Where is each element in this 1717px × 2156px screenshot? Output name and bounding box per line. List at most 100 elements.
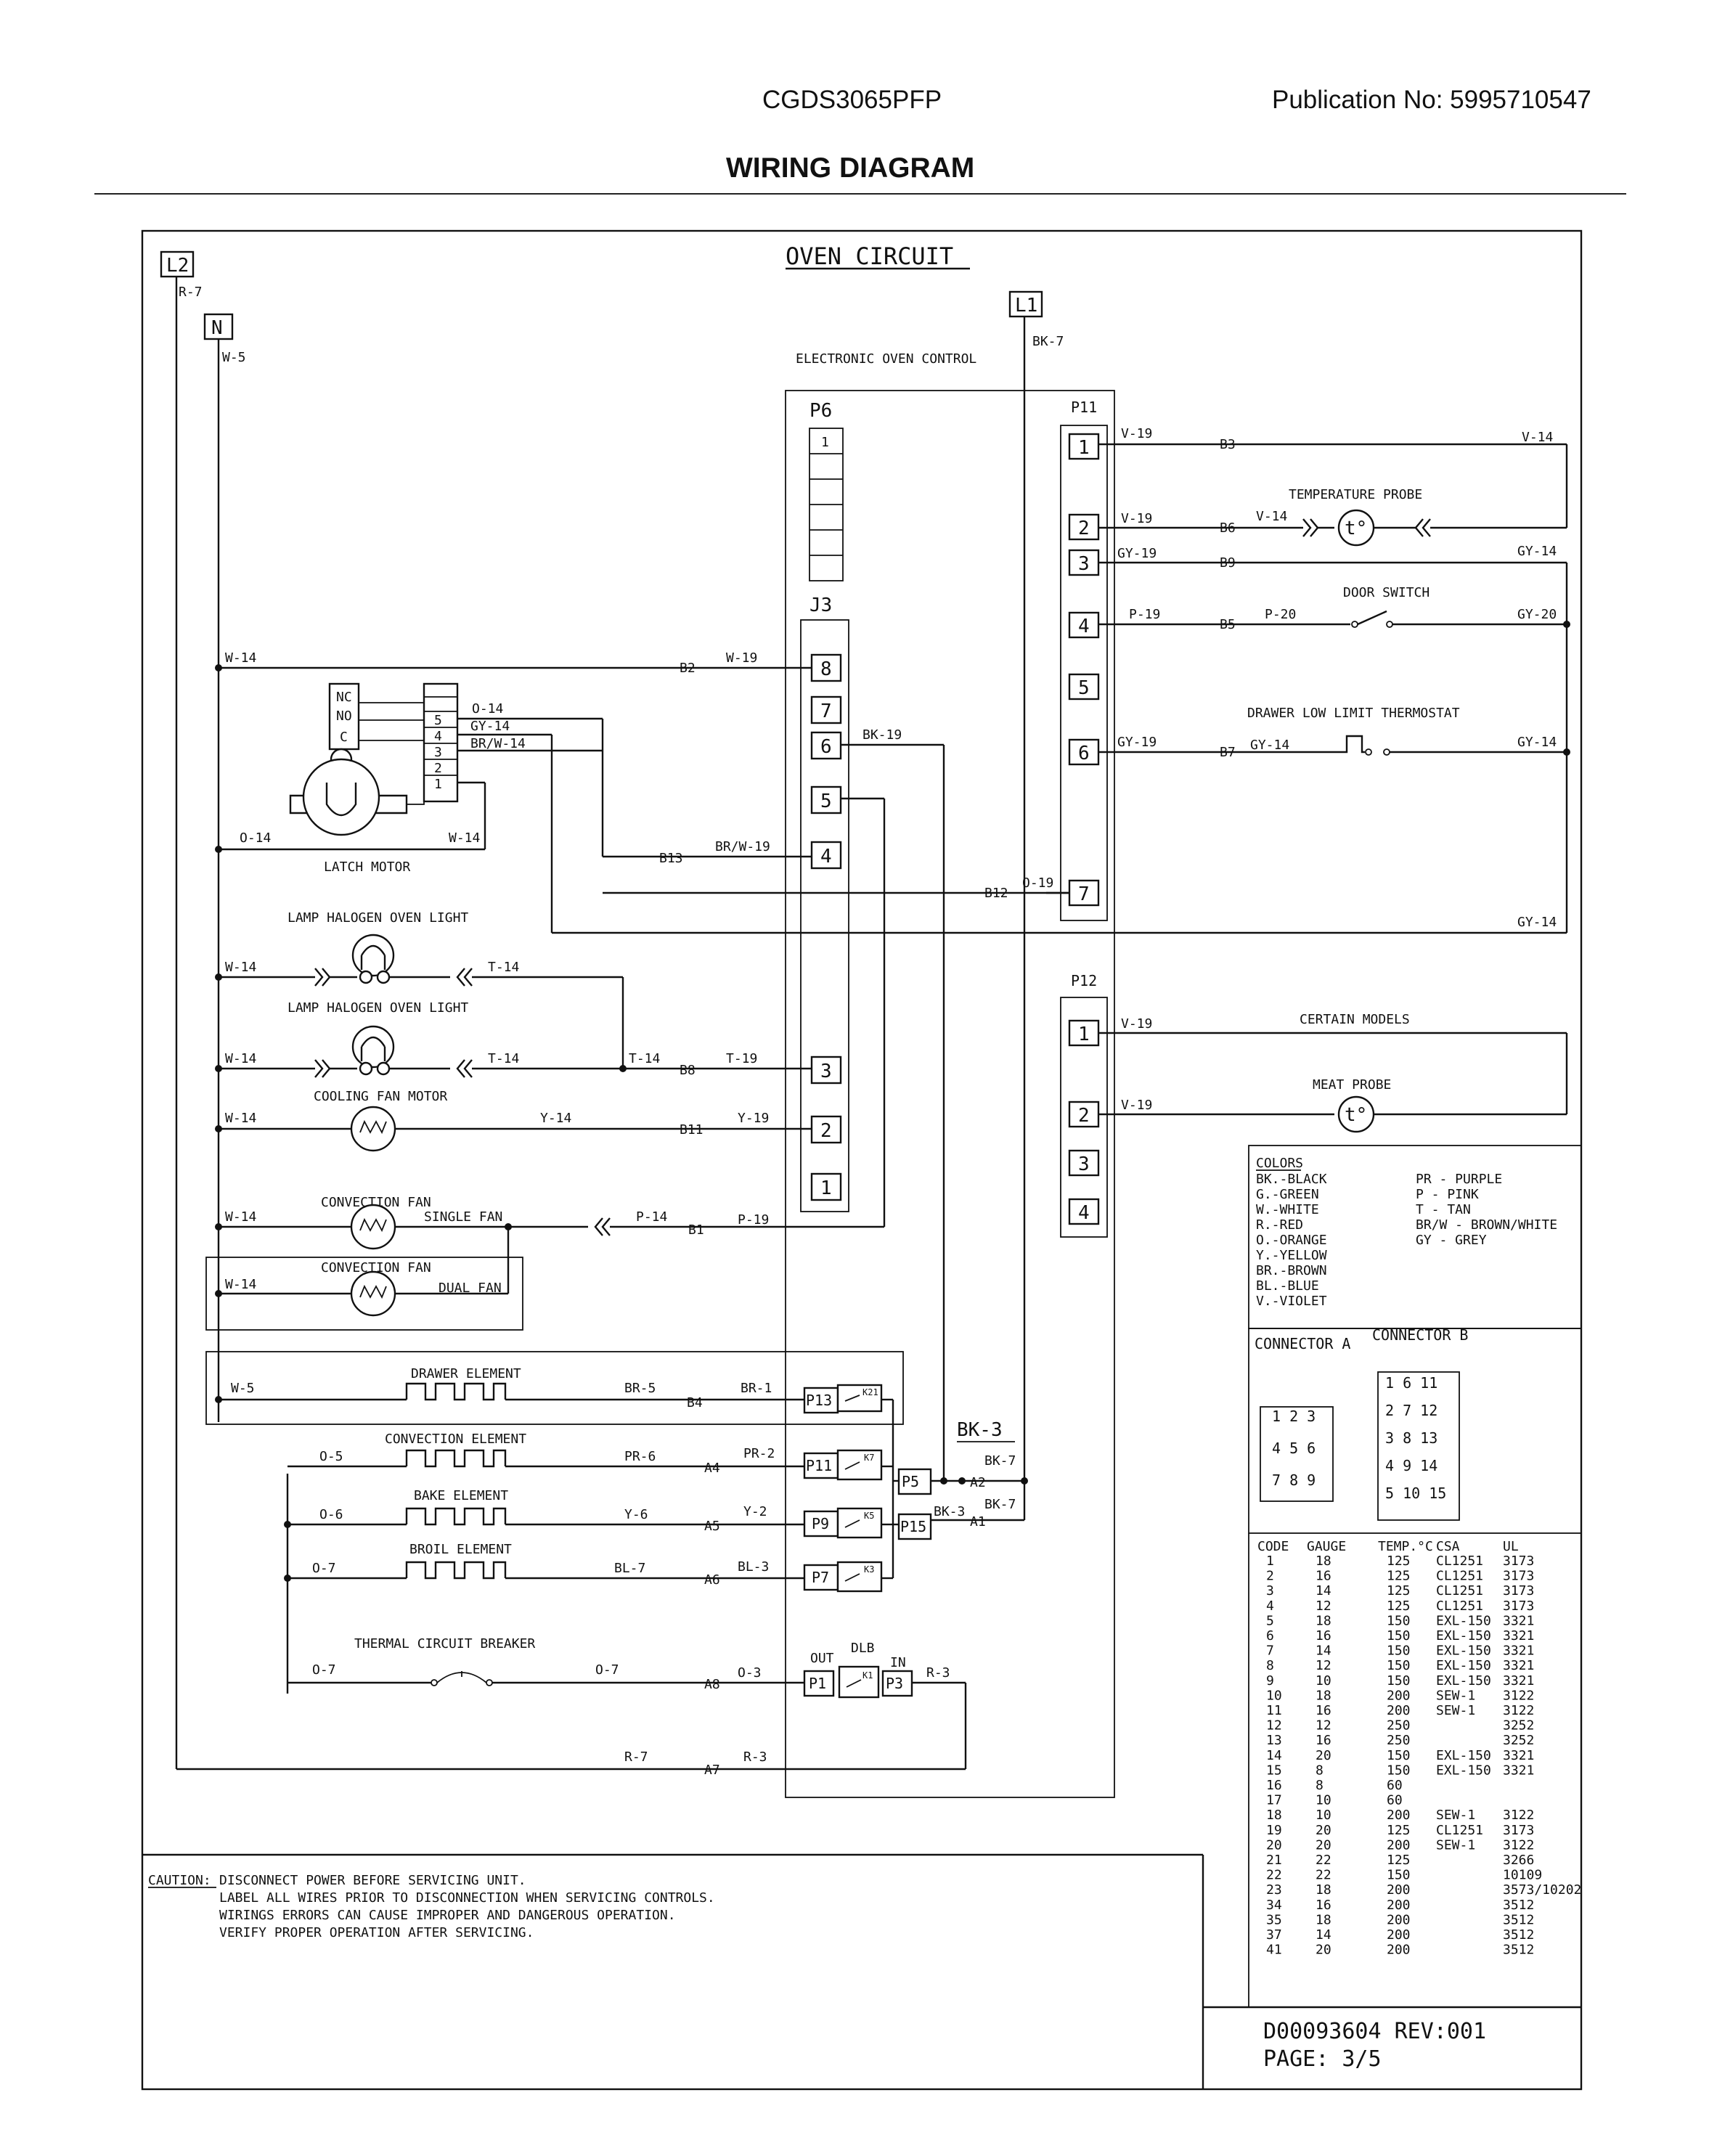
p12-label: P12 xyxy=(1071,972,1097,989)
gauge-table-cell: 150 xyxy=(1387,1613,1411,1628)
model-number: CGDS3065PFP xyxy=(762,86,942,114)
oven-lights: LAMP HALOGEN OVEN LIGHT W-14 T-14 LAMP H… xyxy=(215,910,812,1078)
gauge-table-cell: 20 xyxy=(1316,1943,1331,1958)
svg-text:5: 5 xyxy=(1078,677,1090,699)
svg-text:B11: B11 xyxy=(680,1122,703,1138)
svg-text:R-3: R-3 xyxy=(926,1665,950,1681)
svg-text:O-14: O-14 xyxy=(240,830,271,846)
svg-text:BR-1: BR-1 xyxy=(741,1381,772,1396)
svg-text:BK-7: BK-7 xyxy=(984,1453,1016,1469)
control-label: ELECTRONIC OVEN CONTROL xyxy=(796,351,976,367)
svg-text:P3: P3 xyxy=(886,1675,903,1692)
gauge-table-cell: 34 xyxy=(1266,1898,1282,1913)
svg-text:PR-6: PR-6 xyxy=(624,1449,656,1464)
svg-text:P-19: P-19 xyxy=(738,1212,769,1228)
gauge-table-cell: 10 xyxy=(1316,1793,1331,1808)
svg-text:T-14: T-14 xyxy=(488,960,519,975)
color-item: GY - GREY xyxy=(1416,1233,1487,1248)
gauge-table-cell: 20 xyxy=(1316,1748,1331,1763)
svg-text:1: 1 xyxy=(1078,1024,1090,1045)
connector-p11 xyxy=(1060,425,1108,921)
svg-text:V-19: V-19 xyxy=(1121,1016,1152,1032)
svg-text:K5: K5 xyxy=(864,1511,874,1521)
gauge-table-cell: EXL-150 xyxy=(1436,1763,1491,1778)
gauge-table-cell: 18 xyxy=(1316,1688,1331,1703)
svg-text:3: 3 xyxy=(820,1061,832,1082)
connector-a-row: 4 5 6 xyxy=(1272,1440,1316,1457)
gauge-table-cell: 250 xyxy=(1387,1718,1411,1734)
svg-text:2: 2 xyxy=(1078,1105,1090,1127)
gauge-table-cell: CL1251 xyxy=(1436,1569,1483,1584)
svg-text:A8: A8 xyxy=(704,1677,720,1692)
gauge-table-cell: 250 xyxy=(1387,1733,1411,1748)
terminal-l1-label: L1 xyxy=(1015,295,1037,317)
svg-text:P15: P15 xyxy=(900,1518,926,1535)
gauge-table-cell: 3 xyxy=(1266,1583,1274,1598)
gauge-table-cell: 22 xyxy=(1316,1868,1331,1883)
gauge-table-cell: 60 xyxy=(1387,1793,1403,1808)
svg-text:GY-19: GY-19 xyxy=(1117,735,1157,750)
svg-text:W-5: W-5 xyxy=(231,1381,255,1396)
svg-text:A6: A6 xyxy=(704,1572,720,1588)
gauge-table-cell: 3122 xyxy=(1503,1808,1534,1823)
svg-text:R-3: R-3 xyxy=(743,1749,767,1765)
gauge-table-cell: 125 xyxy=(1387,1853,1411,1868)
bake-element-label: BAKE ELEMENT xyxy=(414,1488,508,1503)
page-title: WIRING DIAGRAM xyxy=(726,152,975,184)
gauge-table-cell: 3173 xyxy=(1503,1823,1534,1838)
connector-b-row: 4 9 14 xyxy=(1385,1457,1437,1474)
broil-element-label: BROIL ELEMENT xyxy=(409,1542,512,1557)
gauge-table-cell: 3321 xyxy=(1503,1748,1534,1763)
connector-j3 xyxy=(800,619,849,1212)
svg-text:P-14: P-14 xyxy=(636,1209,667,1225)
svg-text:3: 3 xyxy=(1078,1153,1090,1175)
gauge-table-cell: 8 xyxy=(1316,1778,1324,1793)
svg-text:V-19: V-19 xyxy=(1121,511,1152,526)
gauge-table-cell: 3122 xyxy=(1503,1837,1534,1853)
svg-text:T-14: T-14 xyxy=(488,1051,519,1066)
gauge-table-cell: 125 xyxy=(1387,1583,1411,1598)
gauge-table-cell: 16 xyxy=(1316,1628,1331,1643)
svg-text:Y-2: Y-2 xyxy=(743,1504,767,1519)
gauge-table-cell: 18 xyxy=(1316,1882,1331,1898)
svg-text:C: C xyxy=(340,730,348,745)
gauge-table-cell: 5 xyxy=(1266,1613,1274,1628)
svg-text:O-14: O-14 xyxy=(472,701,503,716)
gauge-table-cell: 3321 xyxy=(1503,1643,1534,1659)
caution-note: CAUTION: DISCONNECT POWER BEFORE SERVICI… xyxy=(148,1873,715,1940)
connector-b-row: 3 8 13 xyxy=(1385,1429,1437,1447)
svg-text:P-20: P-20 xyxy=(1265,607,1296,622)
connector-a-label: CONNECTOR A xyxy=(1255,1335,1350,1352)
svg-text:O-6: O-6 xyxy=(319,1507,343,1522)
latch-motor-label: LATCH MOTOR xyxy=(324,859,410,875)
lamp2-label: LAMP HALOGEN OVEN LIGHT xyxy=(287,1000,468,1016)
gauge-table-cell: 3122 xyxy=(1503,1703,1534,1718)
svg-text:T-19: T-19 xyxy=(726,1051,757,1066)
gauge-table-cell: 21 xyxy=(1266,1853,1282,1868)
svg-text:GY-14: GY-14 xyxy=(1517,735,1557,750)
color-item: BK.-BLACK xyxy=(1256,1172,1327,1187)
gauge-table-cell: 9 xyxy=(1266,1673,1274,1689)
gauge-table-cell: 18 xyxy=(1316,1553,1331,1569)
gauge-table-cell: 150 xyxy=(1387,1643,1411,1659)
svg-text:P11: P11 xyxy=(806,1457,832,1474)
svg-text:BL-3: BL-3 xyxy=(738,1559,769,1575)
gauge-table-cell: 12 xyxy=(1316,1658,1331,1673)
gauge-table-cell: 200 xyxy=(1387,1703,1411,1718)
gauge-table-cell: 3512 xyxy=(1503,1927,1534,1943)
svg-text:GY-14: GY-14 xyxy=(1517,915,1557,930)
gauge-table-cell: 7 xyxy=(1266,1643,1274,1659)
gauge-table-cell: 22 xyxy=(1266,1868,1282,1883)
svg-text:A4: A4 xyxy=(704,1461,720,1476)
gauge-table-cell: 13 xyxy=(1266,1733,1282,1748)
connector-p12 xyxy=(1060,997,1108,1238)
svg-text:K21: K21 xyxy=(862,1387,878,1397)
svg-text:K7: K7 xyxy=(864,1453,874,1463)
color-item: P - PINK xyxy=(1416,1187,1479,1202)
color-item: G.-GREEN xyxy=(1256,1187,1319,1202)
